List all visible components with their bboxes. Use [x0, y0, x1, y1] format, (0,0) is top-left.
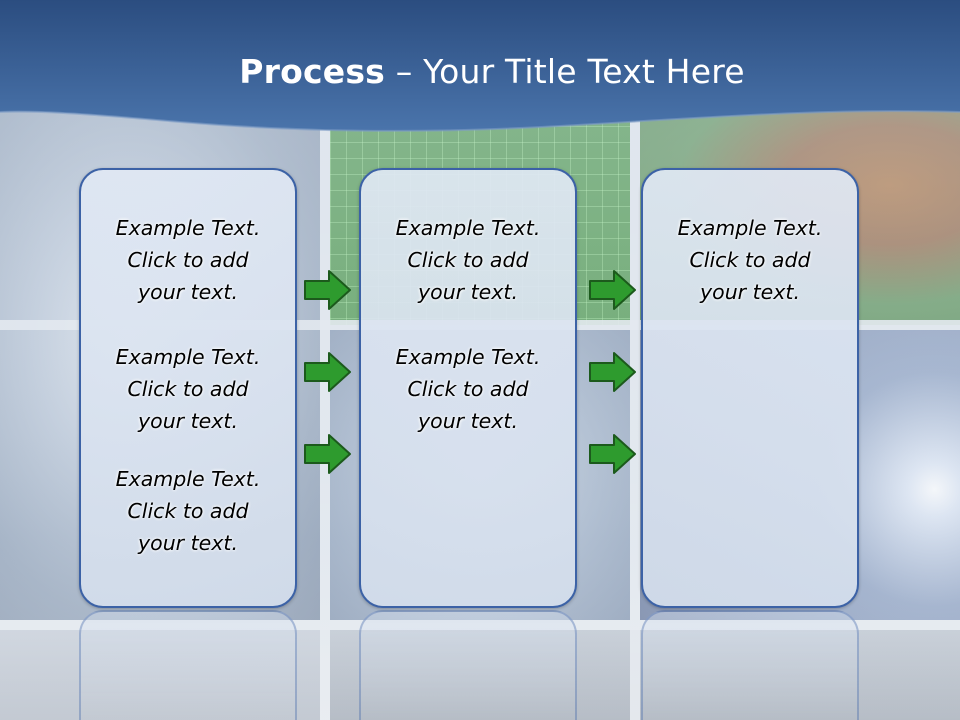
text-line: your text.: [138, 409, 238, 433]
text-line: your text.: [138, 280, 238, 304]
text-block[interactable]: Example Text. Click to add your text.: [81, 212, 295, 308]
text-line: Click to add: [407, 377, 529, 401]
text-line: your text.: [418, 409, 518, 433]
text-line: Example Text.: [115, 216, 261, 240]
text-block[interactable]: Example Text. Click to add your text.: [643, 212, 857, 308]
text-line: Click to add: [127, 377, 249, 401]
title-strong: Process: [239, 52, 386, 91]
box-reflection: [641, 610, 859, 720]
process-box-1[interactable]: Example Text. Click to add your text. Ex…: [79, 168, 297, 608]
graph-photo: [0, 630, 320, 720]
process-box-2[interactable]: Example Text. Click to add your text. Ex…: [359, 168, 577, 608]
text-line: Example Text.: [395, 216, 541, 240]
box-reflection: [79, 610, 297, 720]
text-line: your text.: [138, 531, 238, 555]
text-line: Click to add: [127, 248, 249, 272]
title-rest: – Your Title Text Here: [385, 52, 745, 91]
right-arrow-icon: [304, 270, 351, 310]
slide-title[interactable]: Process – Your Title Text Here: [0, 52, 960, 91]
divider: [0, 620, 960, 630]
text-line: Example Text.: [677, 216, 823, 240]
divider: [320, 110, 330, 720]
right-arrow-icon: [589, 434, 636, 474]
text-block[interactable]: Example Text. Click to add your text.: [81, 341, 295, 437]
text-line: Example Text.: [115, 467, 261, 491]
text-line: Example Text.: [395, 345, 541, 369]
right-arrow-icon: [304, 434, 351, 474]
text-line: your text.: [418, 280, 518, 304]
text-line: Example Text.: [115, 345, 261, 369]
right-arrow-icon: [304, 352, 351, 392]
process-box-3[interactable]: Example Text. Click to add your text.: [641, 168, 859, 608]
text-block[interactable]: Example Text. Click to add your text.: [81, 463, 295, 559]
divider: [630, 110, 640, 720]
text-line: your text.: [700, 280, 800, 304]
right-arrow-icon: [589, 270, 636, 310]
box-reflection: [359, 610, 577, 720]
text-block[interactable]: Example Text. Click to add your text.: [361, 212, 575, 308]
right-arrow-icon: [589, 352, 636, 392]
text-line: Click to add: [407, 248, 529, 272]
title-banner: [0, 0, 960, 132]
text-line: Click to add: [689, 248, 811, 272]
text-block[interactable]: Example Text. Click to add your text.: [361, 341, 575, 437]
text-line: Click to add: [127, 499, 249, 523]
